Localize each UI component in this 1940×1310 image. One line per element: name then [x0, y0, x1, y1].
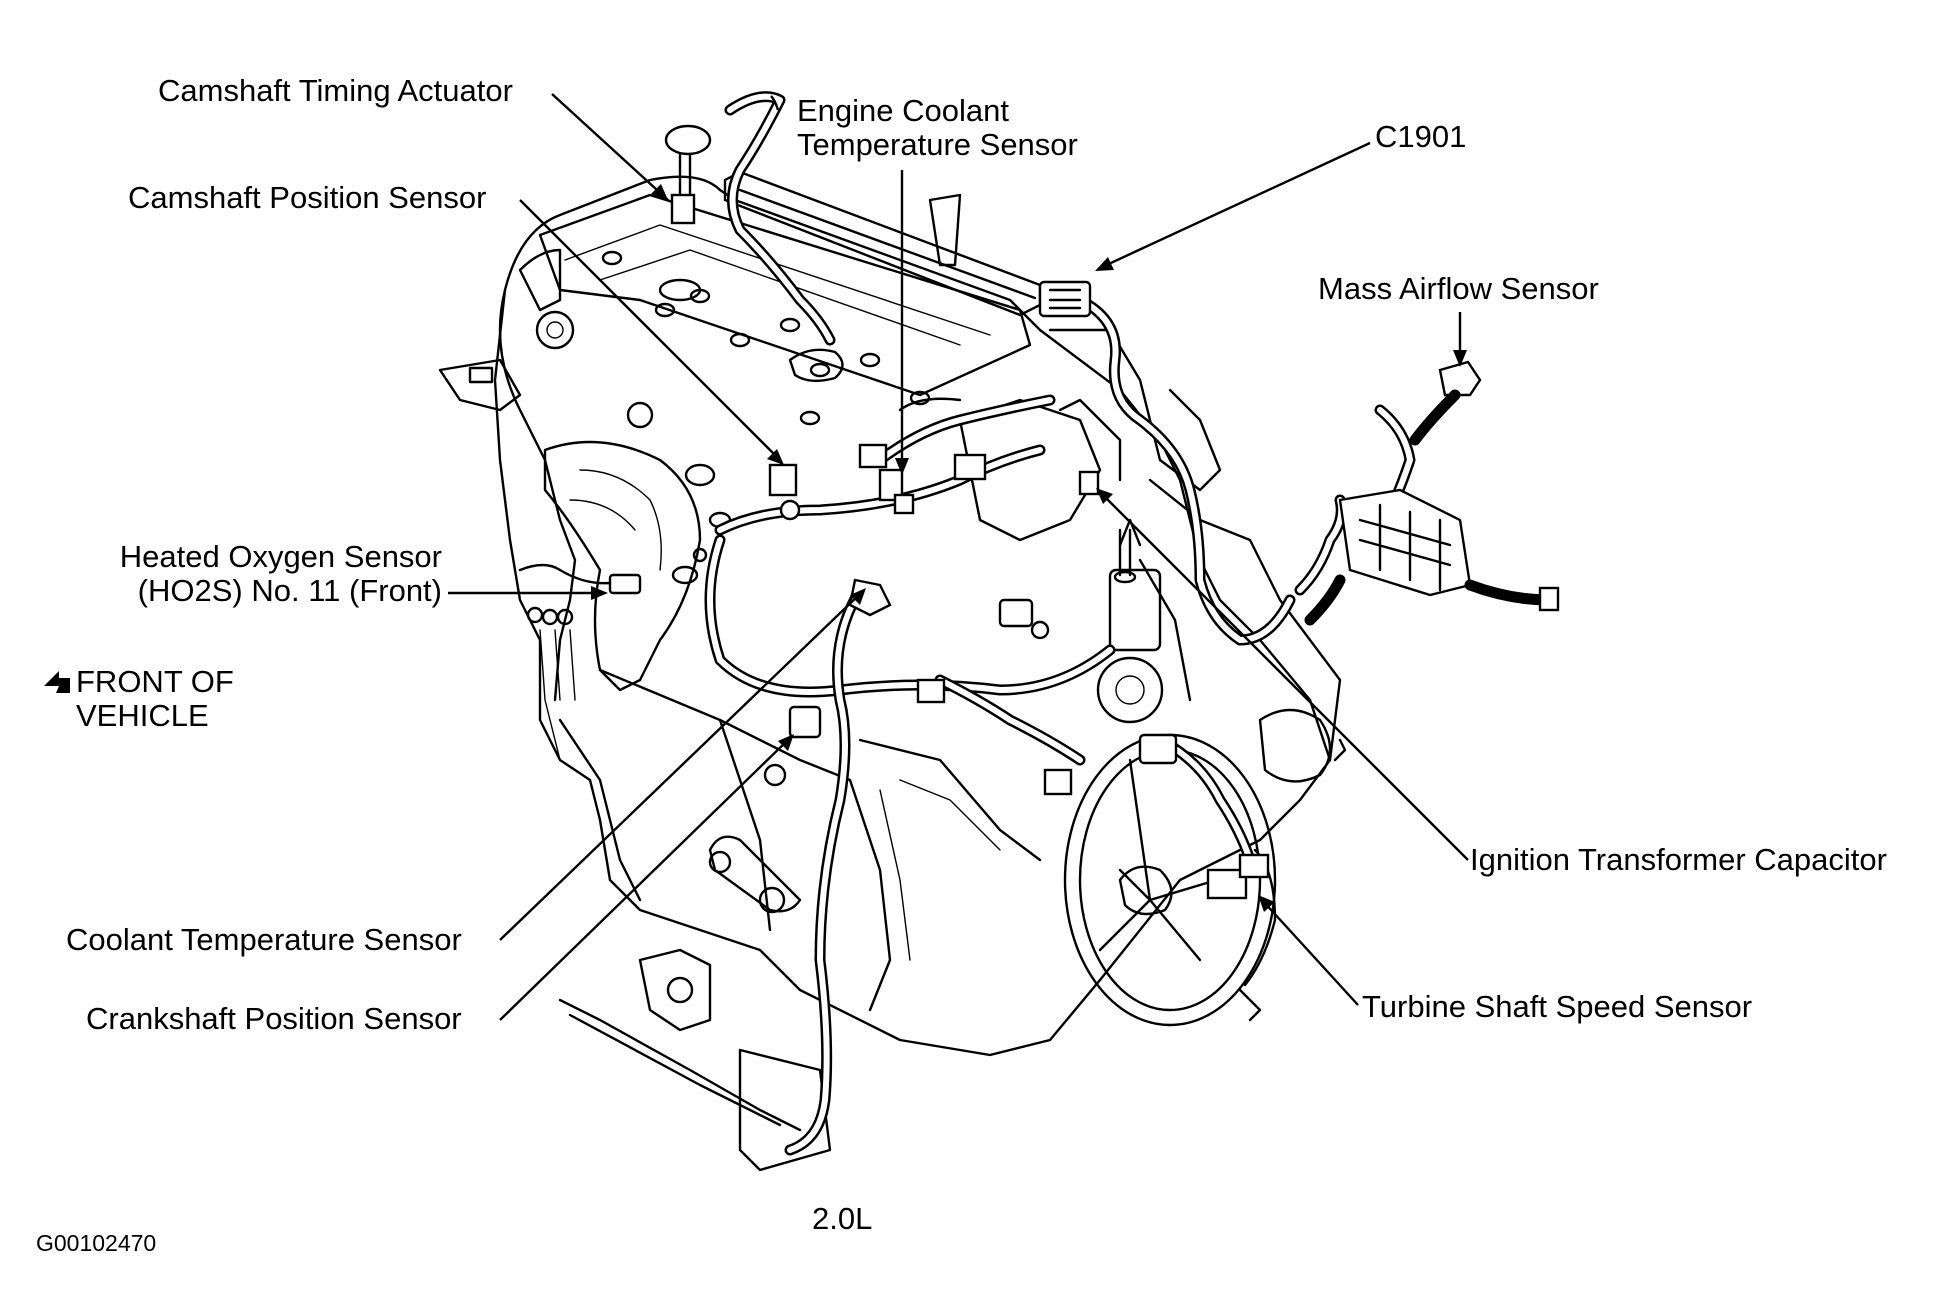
connectors [518, 124, 1560, 900]
label-heated-oxygen-sensor-line1: Heated Oxygen Sensor [119, 539, 442, 574]
label-crankshaft-position-sensor: Crankshaft Position Sensor [86, 1001, 462, 1036]
label-engine-size: 2.0L [812, 1201, 873, 1236]
engine-block [438, 170, 1347, 1172]
label-heated-oxygen-sensor-line2: (HO2S) No. 11 (Front) [137, 573, 442, 608]
label-mass-airflow-sensor: Mass Airflow Sensor [1318, 271, 1599, 306]
wiring-harness [704, 91, 1416, 1156]
label-coolant-temperature-sensor: Coolant Temperature Sensor [66, 922, 462, 957]
label-engine-coolant-temperature-sensor-line2: Temperature Sensor [797, 127, 1078, 162]
label-ignition-transformer-capacitor: Ignition Transformer Capacitor [1470, 842, 1887, 877]
label-front-of-vehicle-line2: VEHICLE [76, 698, 209, 733]
label-c1901: C1901 [1375, 119, 1467, 154]
front-arrow-icon [44, 671, 70, 693]
label-camshaft-timing-actuator: Camshaft Timing Actuator [158, 73, 513, 108]
label-front-of-vehicle: FRONT OF VEHICLE [76, 665, 234, 733]
label-figure-code: G00102470 [36, 1230, 157, 1256]
label-engine-coolant-temperature-sensor-line1: Engine Coolant [797, 93, 1009, 128]
label-turbine-shaft-speed-sensor: Turbine Shaft Speed Sensor [1362, 989, 1753, 1024]
label-engine-coolant-temperature-sensor: Engine Coolant Temperature Sensor [797, 94, 1078, 162]
label-camshaft-position-sensor: Camshaft Position Sensor [128, 180, 487, 215]
label-heated-oxygen-sensor: Heated Oxygen Sensor (HO2S) No. 11 (Fron… [100, 540, 442, 608]
leader-lines [448, 93, 1469, 1021]
label-front-of-vehicle-line1: FRONT OF [76, 664, 234, 699]
